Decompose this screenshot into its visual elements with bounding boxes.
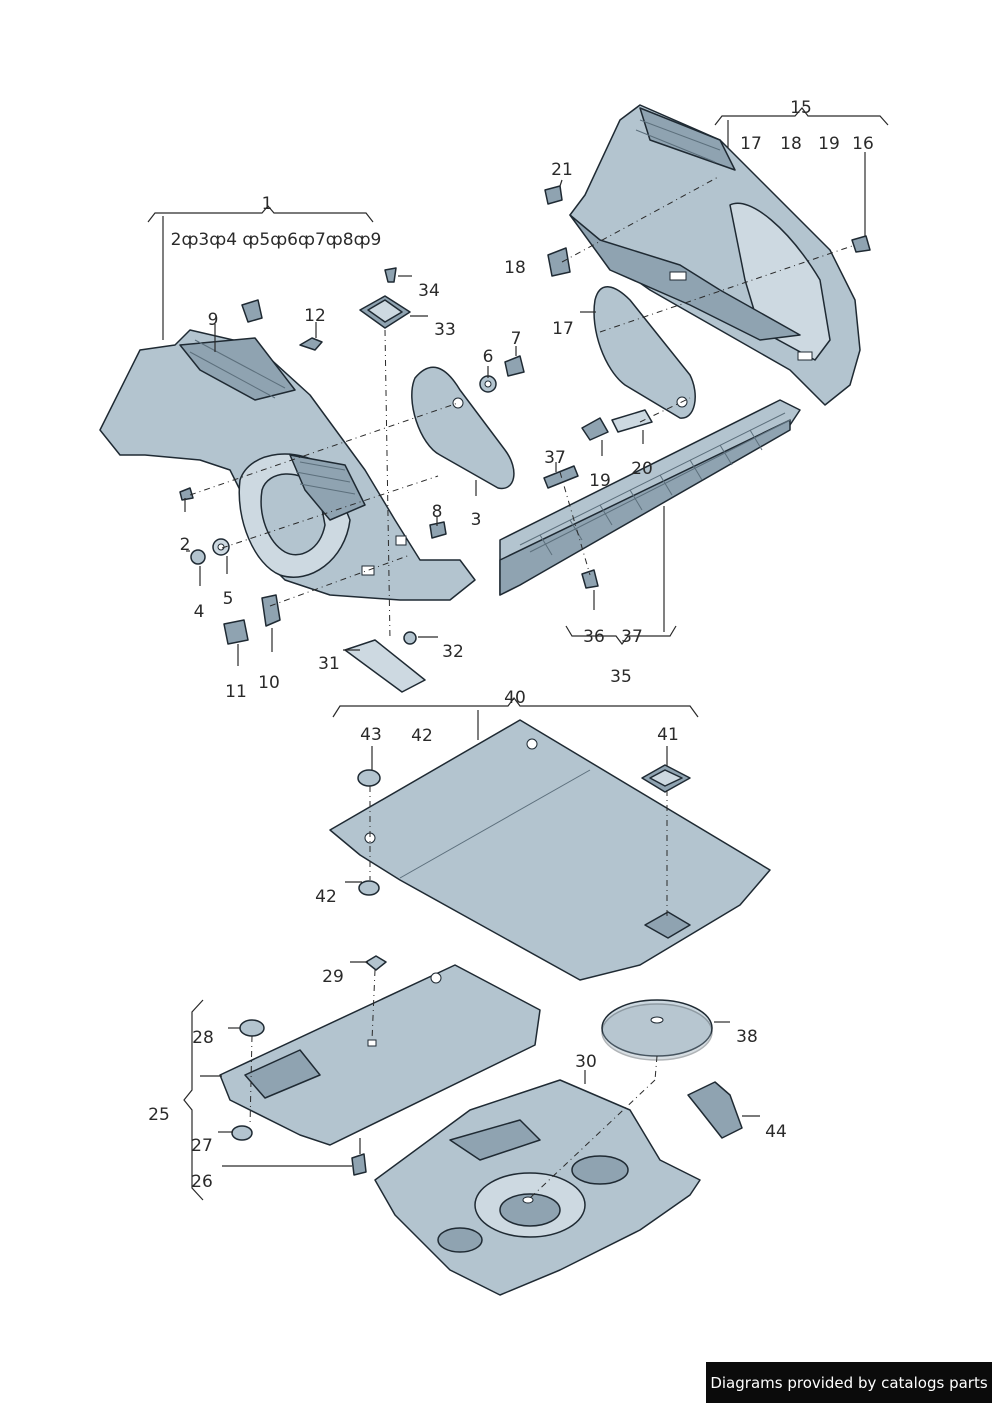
callout-18: 18 <box>504 258 526 278</box>
callout-31: 31 <box>318 654 340 674</box>
access-cover-17 <box>581 286 696 441</box>
callout-32: 32 <box>442 642 464 662</box>
attribution-banner: Diagrams provided by catalogs parts <box>706 1362 992 1403</box>
callout-2-9: 2ȹ3ȹ4 ȹ5ȹ6ȹ7ȹ8ȹ9 <box>170 230 382 250</box>
callout-19: 19 <box>589 471 611 491</box>
callout-42: 42 <box>315 887 337 907</box>
callout-42-top: 42 <box>411 726 433 746</box>
callout-8: 8 <box>431 502 443 522</box>
callout-17-top: 17 <box>740 134 762 154</box>
callout-18-top: 18 <box>780 134 802 154</box>
callout-28: 28 <box>192 1028 214 1048</box>
callout-36: 36 <box>583 627 605 647</box>
callout-26: 26 <box>191 1172 213 1192</box>
callout-20: 20 <box>631 459 653 479</box>
callout-35: 35 <box>610 667 632 687</box>
callout-38: 38 <box>736 1027 758 1047</box>
callout-40: 40 <box>504 688 526 708</box>
callout-19-top: 19 <box>818 134 840 154</box>
callout-44: 44 <box>765 1122 787 1142</box>
callout-33: 33 <box>434 320 456 340</box>
callout-34: 34 <box>418 281 440 301</box>
callout-15: 15 <box>790 98 812 118</box>
callout-25: 25 <box>148 1105 170 1125</box>
callout-7: 7 <box>510 329 522 349</box>
callout-29: 29 <box>322 967 344 987</box>
floor-panel-40 <box>329 719 771 981</box>
callout-4: 4 <box>193 602 205 622</box>
disc-38 <box>601 999 713 1061</box>
sill-ribs <box>539 429 763 556</box>
assembly-axes <box>189 175 856 1199</box>
left-side-trim-panel <box>99 329 476 601</box>
callout-16: 16 <box>852 134 874 154</box>
callout-11: 11 <box>225 682 247 702</box>
callout-10: 10 <box>258 673 280 693</box>
spare-wheel-tub-30 <box>374 1079 701 1296</box>
callout-21: 21 <box>551 160 573 180</box>
callout-5: 5 <box>222 589 234 609</box>
callout-12: 12 <box>304 306 326 326</box>
callout-2: 2 <box>179 535 191 555</box>
callout-3: 3 <box>470 510 482 530</box>
access-cover-3 <box>411 355 525 490</box>
leader-lines <box>147 107 889 1201</box>
callout-43: 43 <box>360 725 382 745</box>
sill-trim-35 <box>499 399 801 596</box>
callout-41: 41 <box>657 725 679 745</box>
callout-17: 17 <box>552 319 574 339</box>
callout-9: 9 <box>207 310 219 330</box>
bracket-44 <box>687 1081 743 1139</box>
left-small-parts <box>179 267 447 693</box>
right-side-trim-panel <box>544 104 871 406</box>
callout-1: 1 <box>261 194 273 214</box>
callout-37-top: 37 <box>544 448 566 468</box>
callout-30: 30 <box>575 1052 597 1072</box>
callout-27: 27 <box>191 1136 213 1156</box>
callout-6: 6 <box>482 347 494 367</box>
callout-37: 37 <box>621 627 643 647</box>
